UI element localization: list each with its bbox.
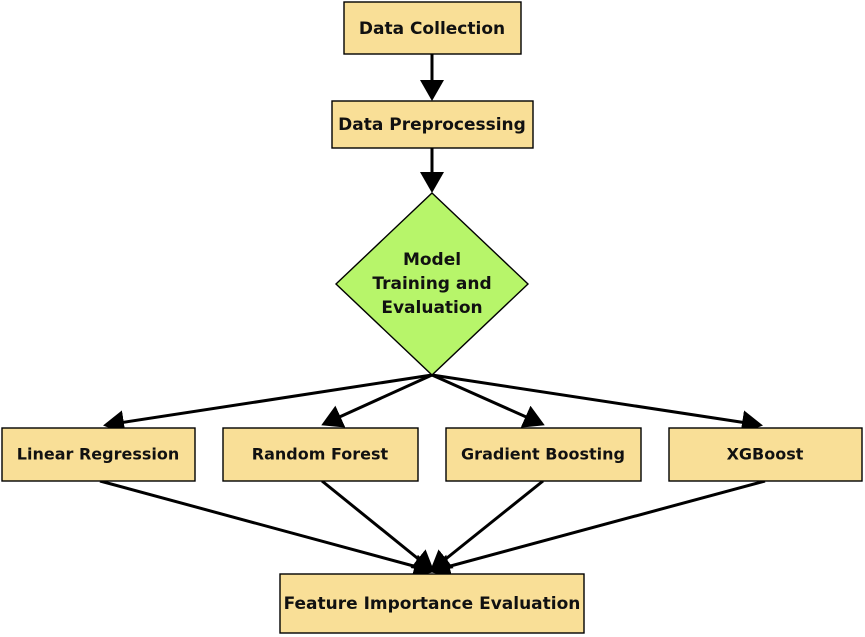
node-gradient-boosting: Gradient Boosting <box>445 427 642 482</box>
arrow-xgboost-to-feature <box>429 479 766 578</box>
node-model-training: Model Training and Evaluation <box>334 192 530 376</box>
node-random-forest: Random Forest <box>222 427 419 482</box>
node-data-preprocessing-label: Data Preprocessing <box>338 115 526 135</box>
arrow-model-to-gradient-boosting <box>431 373 545 428</box>
node-data-collection-label: Data Collection <box>359 19 505 39</box>
arrow-random-forest-to-feature <box>321 479 435 572</box>
node-linear-regression: Linear Regression <box>1 427 196 482</box>
node-gradient-boosting-label: Gradient Boosting <box>461 445 625 464</box>
node-xgboost: XGBoost <box>668 427 863 482</box>
node-data-preprocessing: Data Preprocessing <box>331 100 534 149</box>
node-linear-regression-label: Linear Regression <box>17 445 179 464</box>
node-feature-importance-label: Feature Importance Evaluation <box>284 594 581 614</box>
node-xgboost-label: XGBoost <box>727 445 804 464</box>
arrow-model-to-linear-regression <box>103 373 433 435</box>
node-model-label-line3: Evaluation <box>381 298 482 318</box>
node-random-forest-label: Random Forest <box>252 445 389 464</box>
arrow-linear-regression-to-feature <box>99 479 435 578</box>
node-model-label-line1: Model <box>403 250 461 270</box>
arrow-model-to-random-forest <box>321 373 433 428</box>
arrow-model-to-xgboost <box>431 373 763 435</box>
node-data-collection: Data Collection <box>343 1 522 55</box>
node-model-label-line2: Training and <box>372 274 491 294</box>
edges <box>99 54 766 578</box>
node-feature-importance: Feature Importance Evaluation <box>279 573 585 634</box>
